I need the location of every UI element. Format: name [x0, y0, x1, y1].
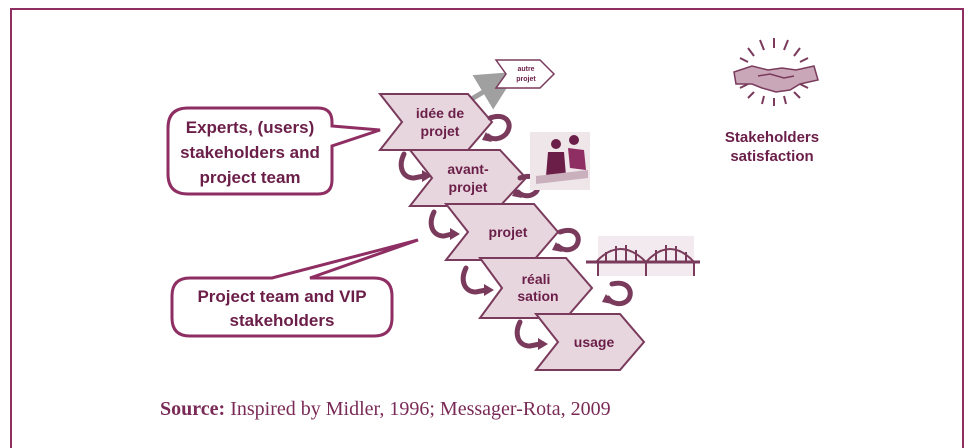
- step-4-line-1: réali: [522, 271, 551, 287]
- chevron-autre-projet: autre projet: [494, 59, 556, 89]
- loop-arrow-icon: [460, 265, 489, 295]
- satisfaction-line-1: Stakeholders: [725, 129, 819, 146]
- satisfaction-line-2: satisfaction: [730, 148, 813, 165]
- callout-vip-line-2: stakeholders: [230, 311, 335, 330]
- meeting-people-icon: [530, 132, 590, 190]
- loop-arrow-icon: [514, 319, 543, 349]
- handshake-icon: [733, 38, 819, 106]
- step-1-line-2: projet: [421, 123, 460, 139]
- source-caption: Source: Inspired by Midler, 1996; Messag…: [160, 398, 611, 421]
- loop-arrow-icon: [398, 151, 427, 181]
- stage-gate-diagram: Experts, (users) stakeholders and projec…: [166, 38, 819, 371]
- callout-experts-line-2: stakeholders and: [180, 143, 320, 162]
- source-label: Source:: [160, 398, 226, 420]
- source-text: Inspired by Midler, 1996; Messager-Rota,…: [225, 398, 611, 420]
- step-3-line-1: projet: [489, 224, 528, 240]
- step-2-line-1: avant-: [447, 161, 489, 177]
- callout-experts-line-3: project team: [199, 168, 300, 187]
- chevron-realisation: réali sation: [478, 257, 594, 319]
- step-5-line-1: usage: [574, 334, 615, 350]
- loop-arrow-icon: [428, 209, 455, 239]
- loop-arrow-icon: [605, 280, 633, 307]
- step-4-line-2: sation: [517, 288, 558, 304]
- loop-arrow-icon: [485, 114, 512, 142]
- chevron-idee-de-projet: idée de projet: [377, 93, 494, 151]
- callout-vip-line-1: Project team and VIP: [197, 287, 366, 306]
- step-2-line-2: projet: [449, 179, 488, 195]
- callout-experts-line-1: Experts, (users): [186, 118, 315, 137]
- figure-frame: [10, 8, 964, 448]
- chevron-avant-projet: avant- projet: [407, 149, 528, 207]
- chevron-projet: projet: [443, 203, 560, 261]
- callout-vip: Project team and VIP stakeholders: [170, 238, 419, 338]
- chevron-usage: usage: [533, 313, 646, 371]
- loop-arrow-icon: [555, 228, 581, 253]
- step-1-line-1: idée de: [416, 105, 464, 121]
- callout-experts: Experts, (users) stakeholders and projec…: [166, 106, 381, 196]
- autre-projet-line-1: autre: [517, 66, 534, 73]
- autre-projet-line-2: projet: [516, 76, 536, 83]
- bridge-icon: [586, 236, 700, 276]
